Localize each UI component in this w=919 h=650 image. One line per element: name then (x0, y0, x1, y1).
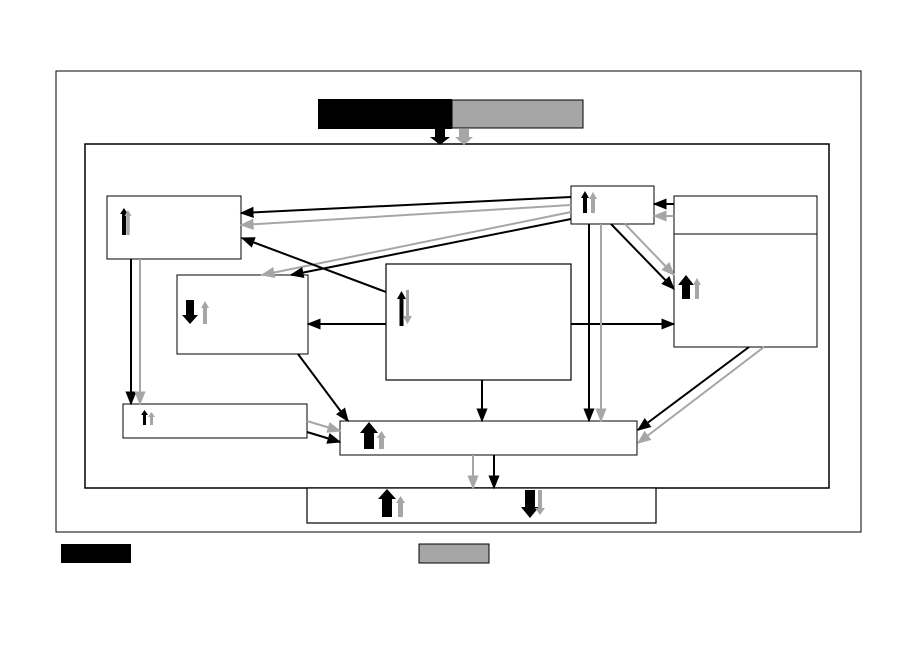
edge-right-aggregate-gray (636, 346, 765, 444)
edge-center-topleft-black (240, 237, 387, 293)
node-bottom-left (122, 403, 308, 439)
indicator-down-black-arrow (521, 490, 539, 518)
node-outcome (306, 487, 657, 524)
legend (61, 543, 490, 564)
node-right (673, 195, 818, 348)
header-bar-black (318, 99, 452, 129)
node-center (385, 263, 572, 381)
indicator-up-gray-arrow (201, 301, 209, 324)
edge-centerleft-aggregate-black (297, 353, 349, 423)
edge-topsmall-right-gray (624, 223, 675, 277)
indicator-up-black-arrow (581, 191, 589, 213)
edge-topsmall-right-black (610, 223, 675, 291)
indicator-up-black-arrow (678, 275, 694, 299)
edge-topsmall-topleft-black (239, 196, 572, 218)
indicator-up-gray-arrow (124, 210, 132, 235)
indicator-up-gray-arrow (693, 278, 701, 299)
header-gray-down-arrow (455, 129, 473, 145)
indicator-up-black-arrow (378, 489, 396, 517)
edge-bottomleft-aggregate-gray (306, 420, 342, 433)
edge-bottomleft-aggregate-black (306, 431, 342, 444)
indicator-up-gray-arrow (396, 496, 405, 517)
header-input-arrows (430, 129, 473, 145)
legend-swatch-black (61, 544, 131, 563)
header-bar (318, 99, 584, 129)
indicator-up-black-arrow (397, 291, 406, 326)
indicator-up-black-arrow (141, 410, 148, 425)
node-center-left (176, 274, 309, 355)
indicator-up-gray-arrow (589, 192, 597, 213)
edge-right-aggregate-black (636, 346, 750, 431)
edge-topsmall-topleft-gray (239, 204, 572, 230)
legend-swatch-gray (418, 543, 490, 564)
indicator-up-black-arrow (360, 422, 378, 449)
indicator-down-gray-arrow (403, 290, 412, 324)
indicator-down-gray-arrow (535, 490, 545, 515)
header-black-down-arrow (430, 129, 450, 145)
edge-topsmall-centerleft-black (289, 218, 572, 279)
header-bar-gray (451, 99, 584, 129)
outer-frame (55, 70, 862, 533)
indicator-up-gray-arrow (148, 412, 155, 425)
indicator-down-black-arrow (182, 300, 198, 324)
connector-arrows (125, 196, 765, 490)
indicator-up-gray-arrow (377, 431, 386, 449)
